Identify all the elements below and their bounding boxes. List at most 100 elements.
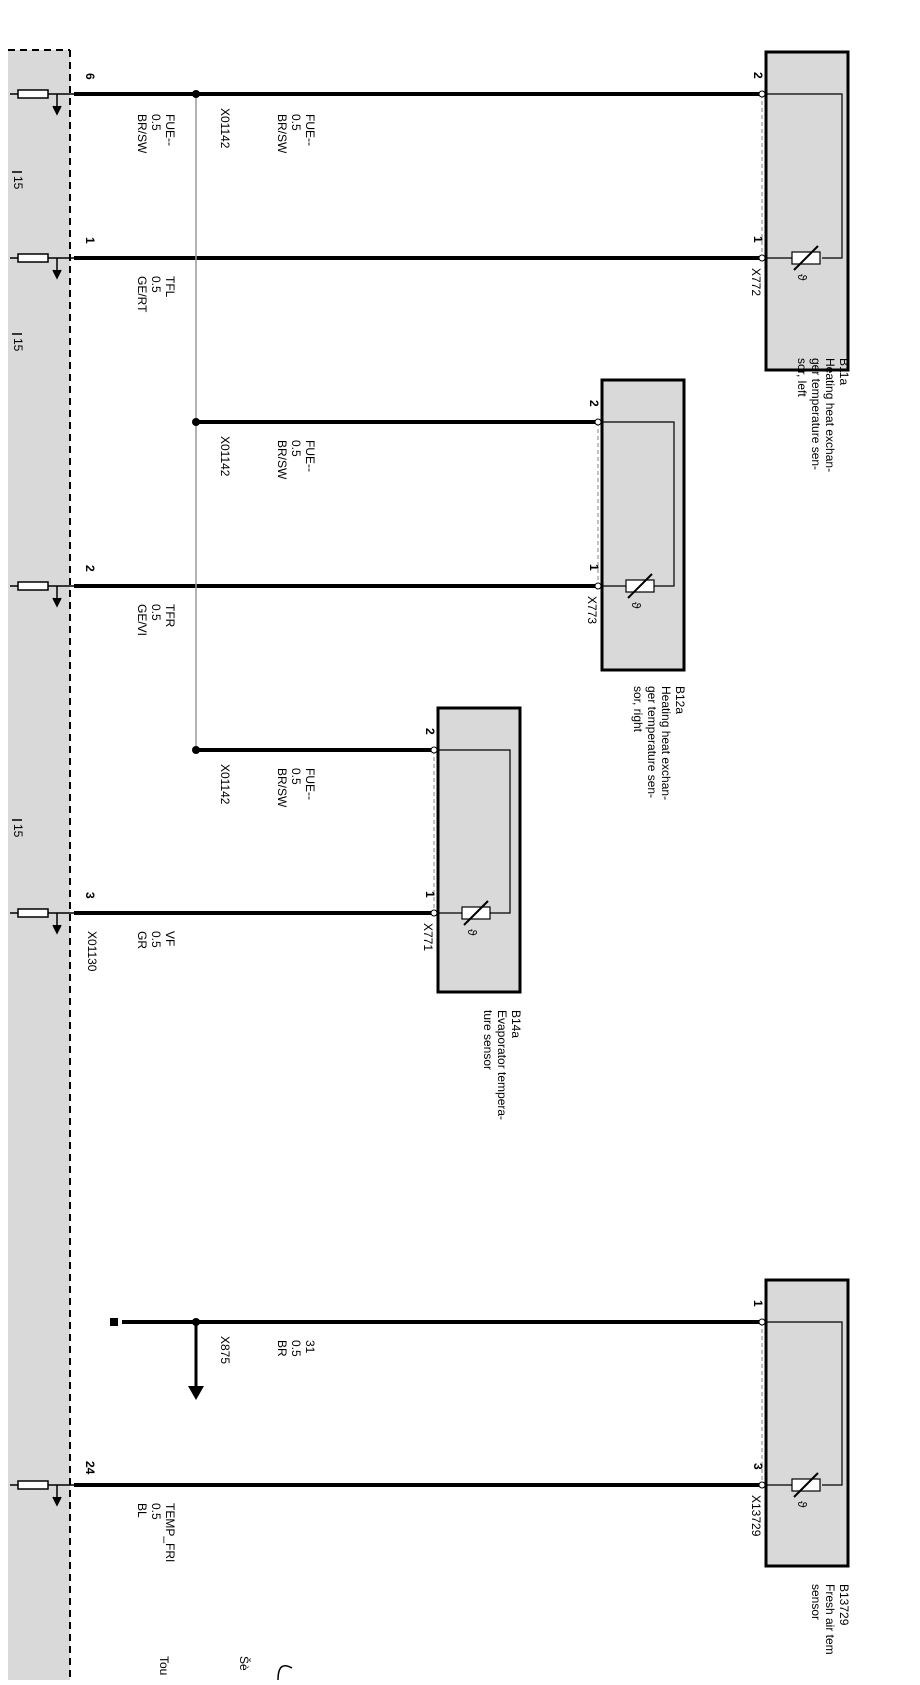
component-id: B13729 <box>837 1584 851 1626</box>
pin-number: 24 <box>83 1461 97 1475</box>
svg-text:sor, right: sor, right <box>631 686 645 733</box>
wire-label-splice-1: FUE-- 0.5 BR/SW X01142 <box>218 108 317 154</box>
edge-text: Tou <box>157 1656 171 1675</box>
splice-node <box>192 90 200 98</box>
component-id: B12a <box>673 686 687 714</box>
connector-label: X773 <box>585 596 599 624</box>
svg-text:0.5: 0.5 <box>149 604 163 621</box>
terminal-pin-1 <box>10 253 74 280</box>
connector-label: X771 <box>421 923 435 951</box>
pin-number: 3 <box>83 892 97 899</box>
svg-text:BR/SW: BR/SW <box>275 768 289 808</box>
svg-text:1: 1 <box>751 1300 765 1307</box>
svg-text:1: 1 <box>423 891 437 898</box>
svg-text:Heating heat exchan-: Heating heat exchan- <box>659 686 673 800</box>
svg-text:TFR: TFR <box>163 604 177 628</box>
wire-label-pin-1: TFL 0.5 GE/RT <box>135 276 177 313</box>
svg-text:VF: VF <box>163 931 177 946</box>
svg-text:X01142: X01142 <box>218 436 232 477</box>
splice-node <box>192 418 200 426</box>
svg-text:TFL: TFL <box>163 276 177 298</box>
control-module-body <box>8 50 70 1680</box>
svg-text:Heating heat exchan-: Heating heat exchan- <box>823 358 837 472</box>
svg-text:0.5: 0.5 <box>289 1340 303 1357</box>
page-ref-label: 15 <box>11 338 25 352</box>
svg-text:FUE--: FUE-- <box>303 440 317 472</box>
terminal-pin-2 <box>10 581 74 608</box>
wire-label-pin-6: FUE-- 0.5 BR/SW <box>135 114 177 154</box>
wire-label-pin-2: TFR 0.5 GE/VI <box>135 604 177 636</box>
component-b12a[interactable]: ϑ 2 1 X773 B12a Heating heat exchan- ger… <box>585 378 687 800</box>
terminal-pin-6 <box>10 89 74 116</box>
component-b11a[interactable]: ϑ 2 1 X772 B11a Heating heat exchan- ger… <box>749 50 851 472</box>
terminal-pin-24 <box>10 1480 74 1507</box>
svg-text:ger temperature sen-: ger temperature sen- <box>809 358 823 470</box>
component-id: B14a <box>509 1010 523 1038</box>
svg-text:BR/SW: BR/SW <box>275 114 289 154</box>
wire-label-pin-3: VF 0.5 GR <box>135 931 177 949</box>
page-ref-3[interactable]: 15 <box>11 819 25 838</box>
svg-text:ϑ: ϑ <box>795 274 809 281</box>
svg-text:X01142: X01142 <box>218 764 232 805</box>
arrow-down-icon <box>188 1386 204 1400</box>
svg-text:ϑ: ϑ <box>629 602 643 609</box>
svg-text:BL: BL <box>135 1503 149 1518</box>
ground-wire-group: 31 0.5 BR X875 <box>110 1318 317 1400</box>
bracket-icon <box>277 1665 293 1681</box>
svg-text:sor, left: sor, left <box>795 358 809 397</box>
svg-text:1: 1 <box>751 236 765 243</box>
svg-text:GE/RT: GE/RT <box>135 276 149 313</box>
svg-text:FUE--: FUE-- <box>303 114 317 146</box>
svg-text:0.5: 0.5 <box>149 114 163 131</box>
svg-text:ger temperature sen-: ger temperature sen- <box>645 686 659 798</box>
terminal-pin-3 <box>10 908 74 935</box>
pin-number: 2 <box>83 565 97 572</box>
svg-text:X01142: X01142 <box>218 108 232 149</box>
connector-label: X13729 <box>749 1495 763 1537</box>
svg-text:1: 1 <box>587 564 601 571</box>
svg-text:FUE--: FUE-- <box>303 768 317 800</box>
svg-text:31: 31 <box>303 1340 317 1354</box>
svg-text:0.5: 0.5 <box>289 440 303 457</box>
svg-text:Evaporator tempera-: Evaporator tempera- <box>495 1010 509 1120</box>
wire-label-splice-2: FUE-- 0.5 BR/SW X01142 <box>218 436 317 480</box>
svg-text:BR/SW: BR/SW <box>275 440 289 480</box>
edge-text: Šè <box>237 1656 252 1671</box>
page-ref-label: 15 <box>11 824 25 838</box>
left-connector-label: X01130 <box>85 931 99 972</box>
page-ref-2[interactable]: 15 <box>11 333 25 352</box>
svg-text:sensor: sensor <box>809 1584 823 1620</box>
svg-text:0.5: 0.5 <box>289 114 303 131</box>
svg-text:ture sensor: ture sensor <box>481 1010 495 1070</box>
connector-label: X772 <box>749 268 763 296</box>
wire-label-splice-3: FUE-- 0.5 BR/SW X01142 <box>218 764 317 808</box>
component-id: B11a <box>837 358 851 385</box>
svg-text:2: 2 <box>751 72 765 79</box>
svg-text:BR/SW: BR/SW <box>135 114 149 154</box>
svg-text:FUE--: FUE-- <box>163 114 177 146</box>
svg-text:Fresh air tem: Fresh air tem <box>823 1584 837 1655</box>
svg-text:BR: BR <box>275 1340 289 1357</box>
component-b14a[interactable]: ϑ 2 1 X771 B14a Evaporator tempera- ture… <box>421 706 523 1120</box>
svg-text:2: 2 <box>423 728 437 735</box>
page-ref-label: 15 <box>11 176 25 190</box>
svg-text:0.5: 0.5 <box>289 768 303 785</box>
svg-text:0.5: 0.5 <box>149 931 163 948</box>
svg-text:GR: GR <box>135 931 149 949</box>
wires <box>74 92 762 1487</box>
svg-text:TEMP_FRI: TEMP_FRI <box>163 1503 177 1562</box>
component-b13729[interactable]: ϑ 1 3 X13729 B13729 Fresh air tem sensor <box>749 1278 851 1655</box>
svg-text:ϑ: ϑ <box>795 1501 809 1508</box>
splice-node <box>192 746 200 754</box>
page-ref-1[interactable]: 15 <box>11 171 25 190</box>
ground-connector-label: X875 <box>218 1336 232 1364</box>
svg-text:0.5: 0.5 <box>149 276 163 293</box>
svg-text:3: 3 <box>751 1463 765 1470</box>
svg-text:0.5: 0.5 <box>149 1503 163 1520</box>
pin-number: 1 <box>83 237 97 244</box>
svg-text:GE/VI: GE/VI <box>135 604 149 636</box>
module-terminals <box>10 89 74 1507</box>
pin-number: 6 <box>83 73 97 80</box>
svg-text:ϑ: ϑ <box>465 929 479 936</box>
